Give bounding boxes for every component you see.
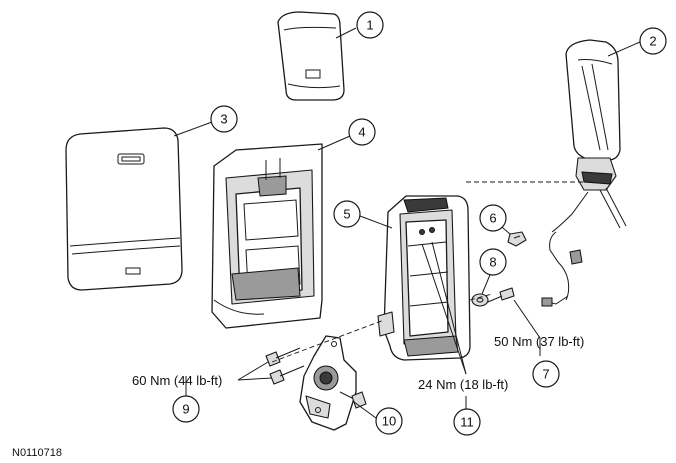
callout-2-label: 2: [649, 34, 656, 49]
callout-11: 11: [453, 408, 481, 436]
part-1-cover: [277, 11, 345, 101]
callout-6-label: 6: [489, 211, 496, 226]
part-6-clip: [507, 231, 527, 247]
wire-connector: [569, 249, 583, 265]
torque-spec-9: 60 Nm (44 lb-ft): [132, 373, 222, 388]
callout-8-label: 8: [489, 255, 496, 270]
callout-5-label: 5: [343, 207, 350, 222]
callout-5: 5: [333, 200, 361, 228]
callout-4-label: 4: [358, 125, 365, 140]
wire-plug: [541, 297, 553, 307]
callout-7-label: 7: [542, 367, 549, 382]
part-4-trim-shell: [211, 143, 323, 329]
callout-9-label: 9: [182, 402, 189, 417]
part-3-rear-panel: [65, 127, 183, 291]
callout-1: 1: [356, 11, 384, 39]
callout-9: 9: [172, 395, 200, 423]
part-10-recliner: [299, 335, 367, 431]
callout-6: 6: [479, 204, 507, 232]
alignment-line-9: [271, 319, 385, 363]
leader-lines: [173, 27, 641, 419]
part-2-headrest: [551, 39, 627, 233]
callout-3-label: 3: [220, 112, 227, 127]
part-9-bolts: [265, 347, 305, 385]
torque-spec-7: 50 Nm (37 lb-ft): [494, 334, 584, 349]
callout-7: 7: [532, 360, 560, 388]
callout-2: 2: [639, 27, 667, 55]
callout-8: 8: [479, 248, 507, 276]
wire-harness: [549, 231, 570, 301]
callout-4: 4: [348, 118, 376, 146]
callout-10-label: 10: [382, 414, 396, 429]
part-8-washer: [471, 293, 489, 307]
alignment-line-7: [469, 293, 493, 301]
callout-10: 10: [375, 407, 403, 435]
callout-3: 3: [210, 105, 238, 133]
figure-id: N0110718: [12, 447, 62, 459]
callout-1-label: 1: [366, 18, 373, 33]
callout-11-label: 11: [460, 415, 474, 430]
part-5-seat-back-frame: [377, 195, 471, 361]
part-7-bolt: [487, 287, 515, 303]
torque-spec-11: 24 Nm (18 lb-ft): [418, 377, 508, 392]
